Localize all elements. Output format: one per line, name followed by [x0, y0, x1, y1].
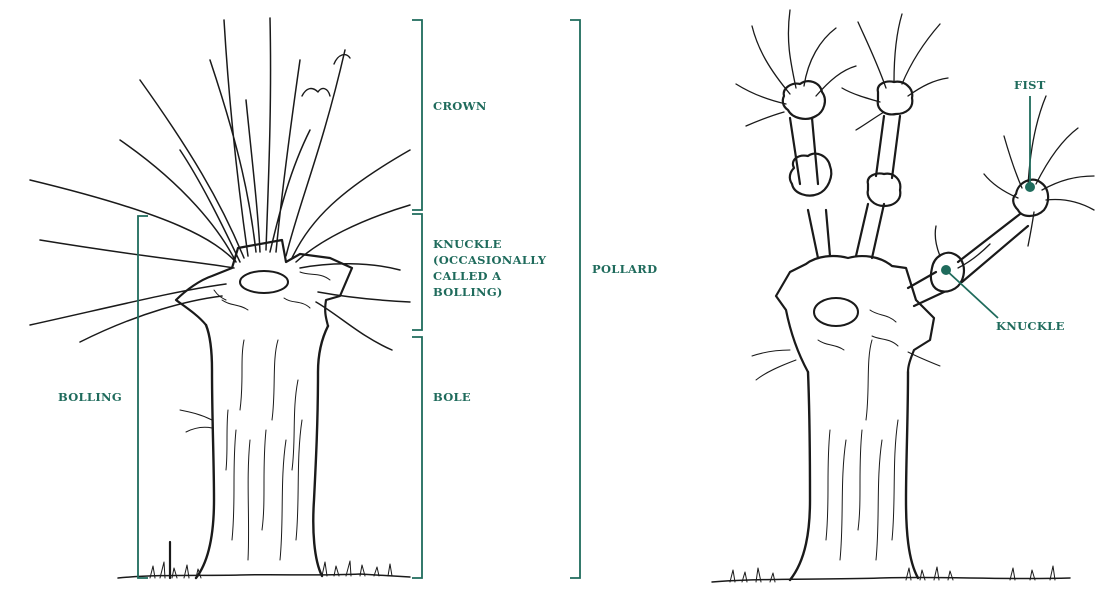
right-knuckle-middle	[868, 173, 901, 206]
right-fist-middle	[878, 81, 913, 114]
bolling-label: BOLLING	[58, 389, 122, 405]
right-shoots	[736, 10, 1094, 268]
knuckle-leader-dot	[941, 265, 951, 275]
right-limb-middle	[856, 116, 900, 258]
right-bark-texture	[826, 340, 898, 560]
pollard-label: POLLARD	[592, 261, 657, 277]
right-fist-left	[783, 81, 825, 119]
left-ground-line	[118, 574, 410, 578]
knuckle-label-line-2: (OCCASIONALLY	[433, 252, 546, 268]
pollard-bracket	[570, 20, 580, 578]
left-bole-twig	[180, 410, 212, 432]
right-trunk	[790, 372, 918, 580]
left-bark-texture	[226, 340, 302, 560]
right-limb-diagonal	[908, 214, 1028, 306]
knuckle-label-line-4: BOLLING)	[433, 284, 546, 300]
left-knuckle-texture	[214, 272, 330, 310]
right-knuckle-label: KNUCKLE	[996, 318, 1065, 334]
knuckle-label-line-3: CALLED A	[433, 268, 546, 284]
left-knuckle	[176, 240, 352, 326]
left-crown-branches	[30, 18, 410, 350]
right-head	[776, 256, 934, 372]
bole-label: BOLE	[433, 389, 471, 405]
right-cut-wound	[814, 298, 858, 326]
knuckle-label: KNUCKLE (OCCASIONALLY CALLED A BOLLING)	[433, 236, 546, 300]
knuckle-bracket	[412, 214, 422, 330]
fist-label: FIST	[1014, 77, 1046, 93]
right-limb-left	[790, 118, 830, 258]
right-pollard-tree	[712, 10, 1094, 582]
crown-label: CROWN	[433, 98, 487, 114]
bolling-bracket	[138, 216, 148, 578]
bole-bracket	[412, 337, 422, 578]
left-pollard-tree	[30, 18, 410, 578]
crown-bracket	[412, 20, 422, 210]
right-ground-line	[712, 577, 1070, 582]
left-trunk	[196, 325, 328, 578]
fist-leader-dot	[1025, 182, 1035, 192]
left-cut-wound	[240, 271, 288, 293]
knuckle-label-line-1: KNUCKLE	[433, 236, 546, 252]
knuckle-leader-line	[946, 270, 998, 318]
